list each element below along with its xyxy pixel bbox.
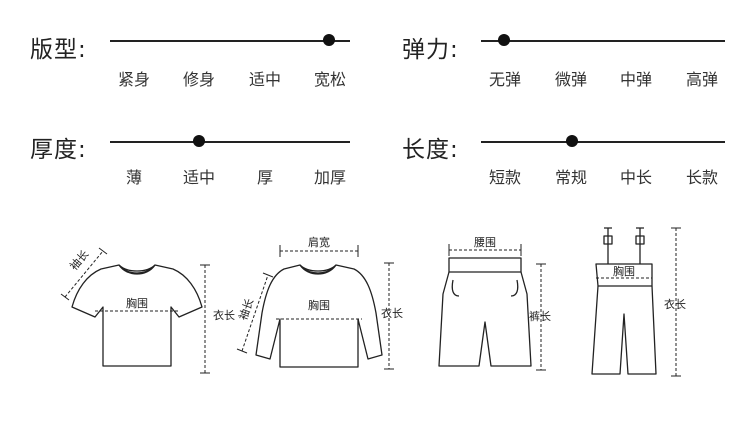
thickness-option: 适中 — [182, 168, 215, 187]
thickness-option: 薄 — [125, 168, 142, 187]
overalls-chest-label: 胸围 — [613, 264, 635, 278]
length-option: 常规 — [554, 168, 587, 187]
tshirt-length-label: 衣长 — [213, 308, 235, 322]
length-scale-line — [481, 141, 725, 143]
thickness-indicator-dot — [193, 135, 205, 147]
fit-option: 适中 — [248, 70, 281, 89]
tshirt-chest-label: 胸围 — [126, 296, 148, 310]
thickness-option: 厚 — [256, 168, 273, 187]
elasticity-scale-line — [481, 40, 725, 42]
fit-option: 宽松 — [313, 70, 346, 89]
fit-option: 修身 — [182, 70, 215, 89]
elasticity-option: 微弹 — [554, 70, 587, 89]
sweater-chest-label: 胸围 — [308, 298, 330, 312]
thickness-label: 厚度: — [30, 137, 87, 163]
shorts-waist-label: 腰围 — [474, 236, 496, 249]
overalls-length-label: 衣长 — [664, 297, 686, 311]
tshirt-icon: 胸围 衣长 袖长 — [60, 247, 235, 374]
overalls-figure: 胸围 衣长 — [578, 224, 698, 384]
sweater-shoulder-label: 肩宽 — [308, 235, 330, 249]
elasticity-label: 弹力: — [402, 37, 459, 63]
length-indicator-dot — [566, 135, 578, 147]
length-option: 中长 — [619, 168, 652, 187]
overalls-icon: 胸围 衣长 — [591, 227, 686, 377]
thickness-option: 加厚 — [313, 168, 346, 187]
length-label: 长度: — [402, 137, 459, 163]
elasticity-indicator-dot — [498, 34, 510, 46]
fit-scale-line — [110, 40, 350, 42]
shorts-figure: 腰围 裤长 — [435, 234, 560, 379]
sweater-figure: 肩宽 胸围 衣长 袖长 — [232, 233, 412, 378]
length-option: 短款 — [488, 168, 521, 187]
tshirt-figure: 胸围 衣长 袖长 — [55, 245, 235, 380]
fit-option: 紧身 — [117, 70, 150, 89]
shorts-length-label: 裤长 — [529, 309, 551, 323]
fit-indicator-dot — [323, 34, 335, 46]
elasticity-option: 高弹 — [685, 70, 718, 89]
fit-label: 版型: — [30, 37, 87, 63]
sweater-icon: 肩宽 胸围 衣长 袖长 — [236, 235, 403, 370]
sweater-sleeve-label: 袖长 — [236, 297, 257, 322]
elasticity-option: 中弹 — [619, 70, 652, 89]
elasticity-option: 无弹 — [488, 70, 521, 89]
length-option: 长款 — [685, 168, 718, 187]
thickness-scale-line — [110, 141, 350, 143]
sweater-length-label: 衣长 — [381, 306, 403, 320]
shorts-icon: 腰围 裤长 — [438, 236, 551, 371]
